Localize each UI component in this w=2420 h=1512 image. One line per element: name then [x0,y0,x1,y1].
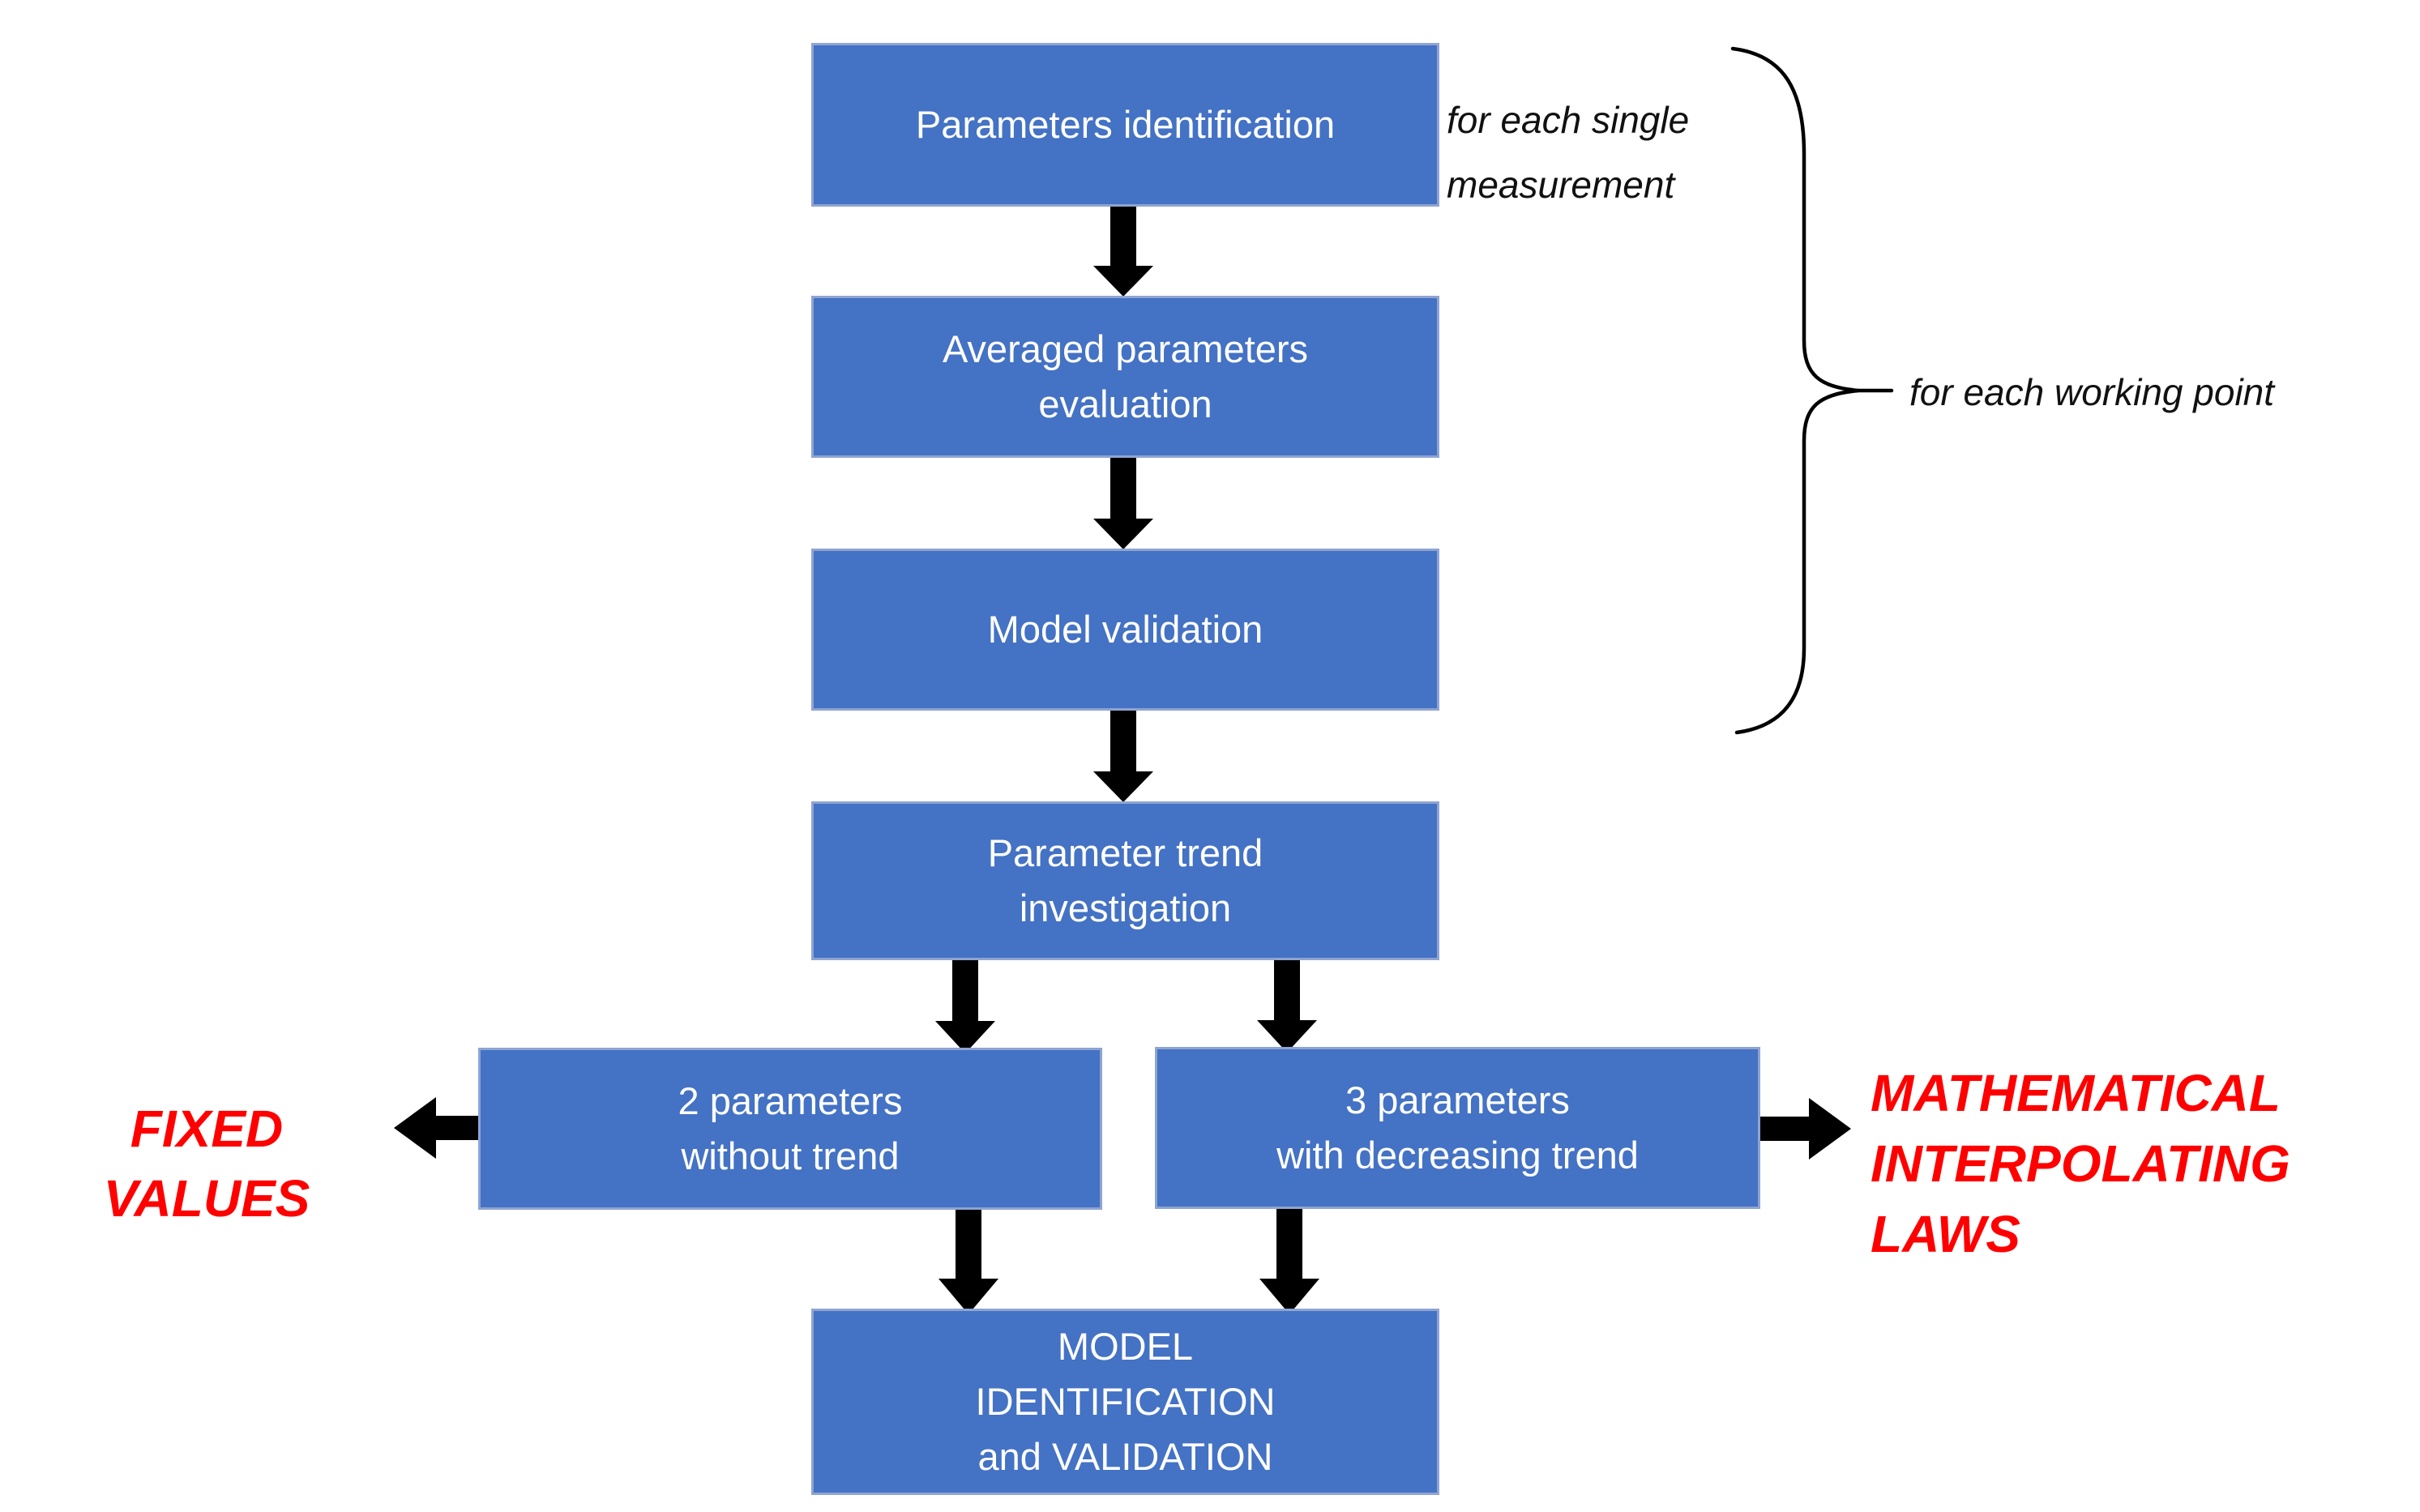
flow-box-label: Averaged parameters evaluation [942,327,1309,425]
flow-box-three-parameters-with-decreasing-trend: 3 parameters with decreasing trend [1155,1047,1760,1209]
arrow-to-fixed-values [394,1097,480,1159]
flow-box-label: Parameters identification [915,102,1336,146]
flow-box-parameters-identification: Parameters identification [811,43,1439,207]
output-fixed-values: FIXED VALUES [103,1100,310,1228]
output-mathematical-interpolating-laws: MATHEMATICAL INTERPOLATING LAWS [1871,1064,2290,1263]
flow-box-label: MODEL IDENTIFICATION and VALIDATION [975,1324,1276,1479]
working-point-brace [1730,46,1894,735]
annotation-for-each-working-point: for each working point [1909,371,2275,413]
arrow-params-to-averaged [1093,205,1153,297]
flow-box-label: Parameter trend investigation [987,831,1263,929]
flow-box-label: Model validation [987,607,1263,651]
flow-box-label: 3 parameters with decreasing trend [1276,1078,1639,1177]
flow-box-model-identification-and-validation: MODEL IDENTIFICATION and VALIDATION [811,1309,1439,1495]
arrow-to-interpolating-laws [1759,1098,1851,1160]
flow-box-model-validation: Model validation [811,549,1439,711]
flow-box-parameter-trend-investigation: Parameter trend investigation [811,801,1439,960]
flow-box-two-parameters-without-trend: 2 parameters without trend [478,1048,1102,1210]
arrow-without-trend-to-model-id [938,1208,998,1314]
arrow-validation-to-trend [1093,709,1153,802]
arrow-trend-to-without-trend [935,959,995,1053]
annotation-for-each-single-measurement: for each single measurement [1447,99,1690,206]
flow-box-label: 2 parameters without trend [678,1078,903,1177]
arrow-decreasing-trend-to-model-id [1259,1207,1319,1314]
arrow-averaged-to-validation [1093,456,1153,549]
flow-box-averaged-parameters-evaluation: Averaged parameters evaluation [811,296,1439,458]
arrow-trend-to-decreasing-trend [1257,959,1317,1053]
